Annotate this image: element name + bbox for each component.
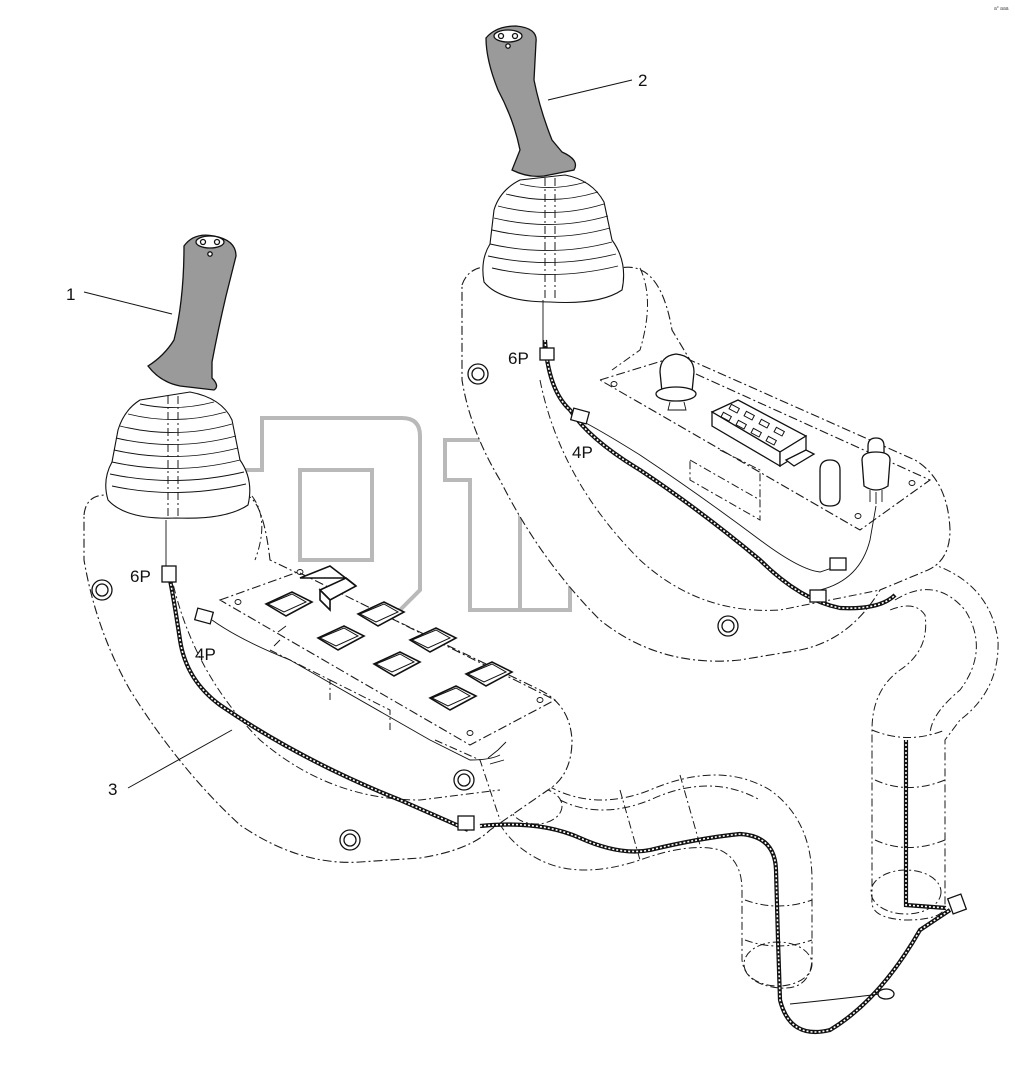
right-console bbox=[461, 25, 999, 921]
connector-label-left-4p: 4P bbox=[195, 645, 216, 664]
leader-lines bbox=[83, 79, 633, 789]
corner-mark: a° aaa bbox=[994, 6, 1009, 12]
connector-label-left-6p: 6P bbox=[130, 567, 151, 586]
left-console bbox=[83, 234, 968, 1035]
callout-2: 2 bbox=[638, 71, 647, 90]
callout-1: 1 bbox=[66, 285, 75, 304]
connector-label-right-4p: 4P bbox=[572, 443, 593, 462]
connector-label-right-6p: 6P bbox=[508, 349, 529, 368]
callout-3: 3 bbox=[108, 780, 117, 799]
